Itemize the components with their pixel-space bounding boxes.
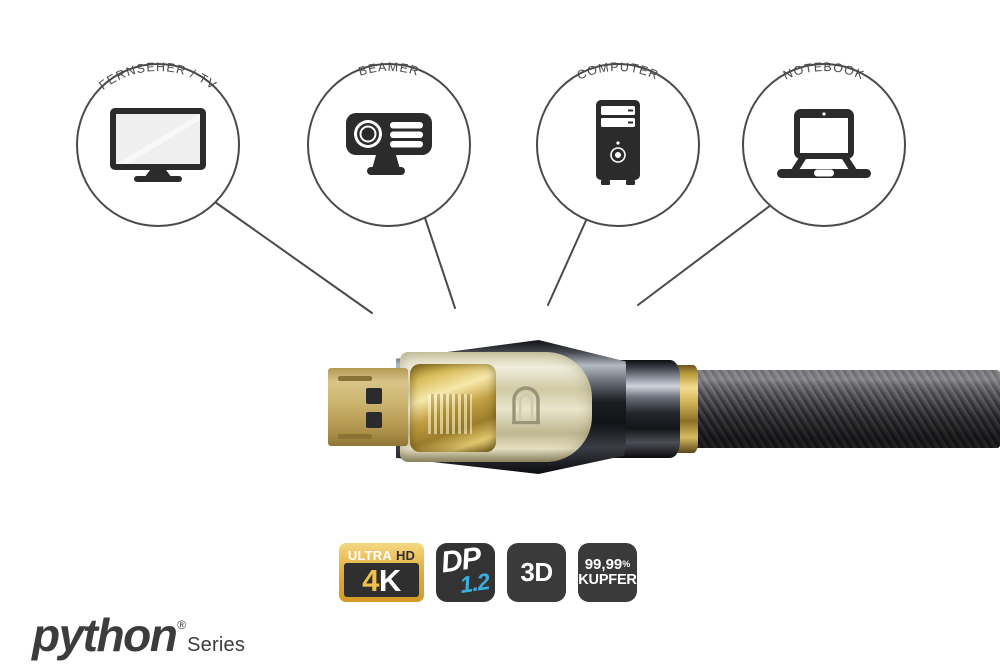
device-node-notebook: NOTEBOOK — [742, 60, 906, 227]
device-node-tv: FERNSEHER / TV — [76, 60, 240, 227]
plug-pin-lower — [366, 412, 382, 428]
registered-trademark-icon: ® — [177, 618, 187, 632]
device-node-beamer: BEAMER — [307, 60, 471, 227]
badge-copper-unit: % — [622, 559, 631, 570]
badge-copper-material: KUPFER — [578, 572, 637, 589]
badge-4k-four-text: 4 — [362, 562, 379, 598]
badge-copper-value: 99,99 — [584, 556, 623, 574]
badge-3d: 3D — [507, 543, 566, 602]
badge-4k-hd-text: HD — [395, 547, 416, 563]
connector-gold-panel — [410, 364, 496, 452]
badge-3d-text: 3D — [520, 557, 553, 587]
leader-line-computer — [547, 215, 589, 306]
projector-icon — [346, 113, 432, 175]
brand-logo: python ® Series — [32, 612, 245, 658]
plug-notch-top — [338, 376, 372, 381]
badge-4k-k-text: K — [378, 562, 401, 598]
badge-dp-version-text: 1.2 — [458, 568, 491, 598]
tv-icon — [110, 108, 206, 182]
plug-pin-upper — [366, 388, 382, 404]
brand-emblem-icon — [512, 386, 540, 425]
laptop-icon — [777, 109, 871, 178]
cable-braided-sheath — [690, 370, 1000, 448]
connector-gold-plug — [328, 368, 408, 446]
display-port-cable — [318, 334, 1000, 484]
badge-4k-ultra-text: ULTRA — [347, 547, 392, 563]
badge-4k-top-strip: ULTRA HD — [344, 547, 419, 563]
plug-notch-bottom — [338, 434, 372, 439]
device-node-computer: COMPUTER — [536, 60, 700, 227]
badge-copper-purity: 99,99% KUPFER — [578, 543, 637, 602]
badge-displayport: DP 1.2 — [436, 543, 495, 602]
desktop-tower-icon — [596, 100, 640, 185]
brand-series-text: Series — [187, 634, 246, 656]
leader-line-beamer — [424, 217, 456, 309]
badge-copper-value-row: 99,99% — [585, 557, 631, 572]
brand-wordmark: python — [32, 609, 178, 661]
